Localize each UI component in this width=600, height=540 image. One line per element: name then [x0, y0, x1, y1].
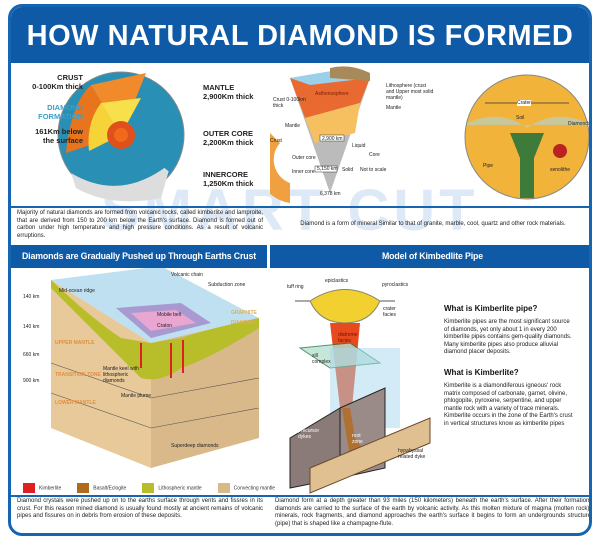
kimberlite-pipe-question: What is Kimberlite pipe?	[444, 304, 538, 313]
crust-thickness-label: Crust 0-100km thick	[273, 97, 306, 109]
poster-title: HOW NATURAL DIAMOND IS FORMED	[11, 7, 589, 63]
lithosphere-label: Lithosphere (crust and Upper most solid …	[386, 83, 434, 101]
lower-mantle-label: LOWER MANTLE	[55, 400, 96, 406]
mantle-label: Mantle	[285, 123, 301, 129]
inner-core-thickness: 1,250Km thick	[203, 179, 254, 188]
sill-complex-label: sill complex	[312, 353, 331, 365]
pipe-caption: Diamond form at a depth greater than 93 …	[275, 498, 591, 527]
depth-label-2: 140 km	[23, 324, 40, 330]
depth-2900-label: 2,900 km	[322, 136, 343, 142]
solid-label: Solid	[342, 167, 354, 173]
kimberlite-pipe-illustration	[289, 289, 431, 494]
xenolith-label: xenolithe	[550, 167, 571, 173]
outer-core-label: OUTER CORE	[203, 129, 254, 138]
earth-layers-panel: CRUST 0-100Km thick DIAMOND FORMATION 16…	[11, 63, 267, 206]
upper-mantle-label: UPPER MANTLE	[55, 340, 95, 346]
formation-label: FORMATION	[38, 112, 83, 121]
crust-block-panel: Mid-ocean ridge Volcanic chain Subductio…	[11, 268, 267, 495]
legend-item-basalt: Basalt/Eclogite	[77, 483, 126, 493]
outer-core-label: Outer core	[292, 155, 316, 161]
mobile-belt-label: Mobile belt	[157, 312, 182, 318]
volcanic-chain-label: Volcanic chain	[171, 272, 203, 278]
legend-item-kimberlite: Kimberlite	[23, 483, 61, 493]
earth-caption: Majority of natural diamonds are formed …	[17, 210, 263, 239]
poster-frame: HOW NATURAL DIAMOND IS FORMED SMART CUT …	[8, 4, 592, 536]
transition-zone-label: TRANSITION ZONE	[55, 372, 101, 378]
inner-core-label: INNERCORE	[203, 170, 249, 179]
hypabyssal-dyke-label: hypabyssal related dyke	[398, 448, 426, 460]
crust-label: CRUST	[57, 73, 83, 82]
liquid-label: Liquid	[352, 143, 366, 149]
kimberlite-answer: Kimberlite is a diamondiferous igneous' …	[444, 383, 573, 427]
kimberlite-pipe-panel: tuff ring epiclastics pyroclastics crate…	[270, 268, 589, 495]
depth-label-2: the surface	[42, 136, 83, 145]
depth-label-1: 140 km	[23, 294, 40, 300]
earth-cutaway-illustration	[57, 71, 185, 202]
graphite-label: GRAPHITE	[231, 310, 257, 316]
divider	[11, 206, 589, 208]
mid-ocean-ridge-label: Mid-ocean ridge	[59, 288, 95, 294]
diamond-label: DIAMOND	[231, 320, 255, 326]
soil-label: Soil	[516, 115, 525, 121]
superdeep-diamonds-label: Superdeep diamonds	[171, 443, 219, 449]
legend-item-convecting: Convecting mantle	[217, 483, 275, 493]
crust-block-illustration	[50, 268, 260, 468]
depth-label-1: 161Km below	[35, 127, 83, 136]
mantle-label: MANTLE	[203, 83, 235, 92]
earth-structure-panel: Crust 0-100km thick Crust Mantle Astheno…	[270, 63, 591, 206]
crater-label: Crater	[517, 100, 531, 106]
crust-legend: Kimberlite Basalt/Eclogite Lithospheric …	[23, 483, 275, 493]
mantle-thickness: 2,900Km thick	[203, 92, 254, 101]
diamond-label: DIAMOND	[47, 103, 83, 112]
kimberlite-pipe-answer: Kimberlite pipes are the most significan…	[444, 319, 572, 356]
core-label: Core	[369, 152, 380, 158]
diamonds-label: Diamonds	[568, 121, 591, 127]
asthenosphere-label: Asthenosphere	[315, 91, 349, 97]
crust-thickness: 0-100Km thick	[32, 82, 83, 91]
mantle-label-2: Mantle	[386, 105, 402, 111]
structure-caption: Diamond is a form of mineral Similar to …	[300, 221, 566, 227]
tuff-ring-label: tuff ring	[287, 284, 304, 290]
diatreme-facies-label: diatreme facies	[338, 332, 358, 344]
pipe-section-header: Model of Kimbedlite Pipe	[270, 245, 589, 268]
kimberlite-question: What is Kimberlite?	[444, 368, 519, 377]
legend-item-lithospheric: Lithospheric mantle	[142, 483, 202, 493]
mantle-plume-label: Mantle plume	[121, 393, 152, 399]
depth-label-3: 660 km	[23, 352, 40, 358]
earth-wedge-and-crater-illustration	[270, 66, 589, 203]
not-to-scale-label: Not to scale	[360, 167, 387, 173]
epiclastics-label: epiclastics	[325, 278, 349, 284]
root-zone-label: root zone	[352, 433, 363, 445]
divider	[11, 495, 589, 497]
crust-label: Crust	[270, 138, 282, 144]
mantle-keel-label: Mantle keel with lithospheric diamonds	[103, 366, 139, 384]
subduction-zone-label: Subduction zone	[208, 282, 246, 288]
pipe-label: Pipe	[483, 163, 494, 169]
crust-caption: Diamond crystals were pushed up on to th…	[17, 498, 263, 520]
crater-facies-label: crater facies	[383, 306, 397, 318]
depth-label-4: 900 km	[23, 378, 40, 384]
pyroclastics-label: pyroclastics	[382, 282, 409, 288]
precursor-dykes-label: precursor dykes	[298, 428, 320, 440]
depth-5150-label: 5,150 km	[317, 166, 338, 172]
inner-core-label: Inner core	[292, 169, 315, 175]
depth-6378-label: 6,378 km	[320, 191, 341, 197]
outer-core-thickness: 2,200Km thick	[203, 138, 254, 147]
craton-label: Craton	[157, 323, 173, 329]
crust-section-header: Diamonds are Gradually Pushed up Through…	[11, 245, 267, 268]
